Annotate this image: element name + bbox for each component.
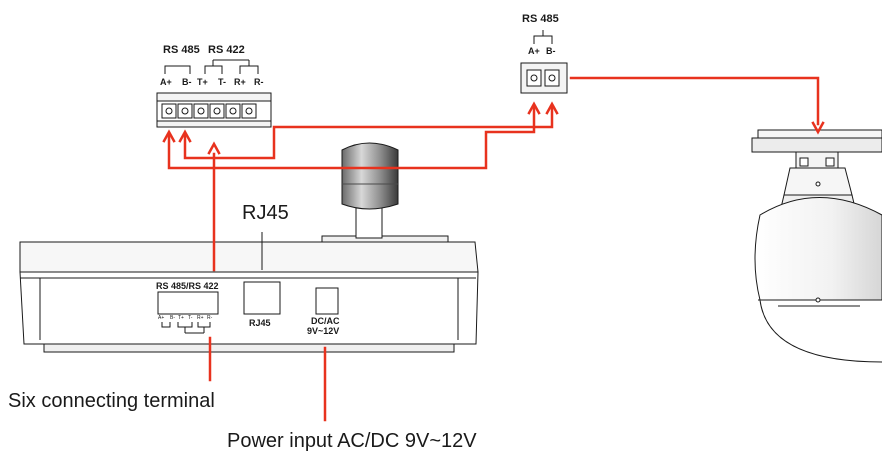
arrow-camera-input (811, 121, 825, 135)
terminal-pin-t-minus: T- (218, 77, 226, 87)
terminal-rs422-label: RS 422 (208, 44, 245, 56)
keyboard-pin-a-plus: A+ (158, 315, 165, 321)
six-terminal-callout: Six connecting terminal (8, 390, 215, 412)
camera-rs485-label: RS 485 (522, 13, 559, 25)
wire-b-minus (183, 104, 554, 160)
camera-terminal-block (520, 30, 568, 94)
terminal-pin-r-plus: R+ (234, 77, 246, 87)
wire-rs485-to-camera (569, 76, 820, 126)
keyboard-pin-t-plus: T+ (178, 315, 184, 321)
power-input-callout: Power input AC/DC 9V~12V (227, 430, 477, 452)
keyboard-pin-b-minus: B- (170, 315, 175, 321)
terminal-rs485-label: RS 485 (163, 44, 200, 56)
control-keyboard (19, 142, 479, 353)
arrow-b-minus (178, 129, 192, 143)
keyboard-power-port-label-line2: 9V~12V (307, 326, 340, 336)
terminal-pin-r-minus: R- (254, 77, 264, 87)
keyboard-rj45-port-label: RJ45 (249, 318, 271, 328)
keyboard-port-group-label: RS 485/RS 422 (156, 281, 219, 291)
camera-pin-a-plus: A+ (528, 46, 540, 56)
keyboard-pin-t-minus: T- (188, 315, 193, 321)
six-pin-terminal-block (156, 59, 272, 128)
terminal-pin-b-minus: B- (182, 77, 192, 87)
arrow-camera-a-plus (527, 101, 541, 115)
arrow-a-plus (162, 129, 176, 143)
arrow-six-terminal (207, 141, 221, 155)
terminal-pin-t-plus: T+ (197, 77, 208, 87)
keyboard-power-port-label-line1: DC/AC (311, 316, 340, 326)
keyboard-pin-r-minus: R- (207, 315, 213, 321)
arrow-camera-b-minus (545, 101, 559, 115)
keyboard-pin-r-plus: R+ (197, 315, 204, 321)
ptz-dome-camera (751, 129, 882, 363)
rj45-callout: RJ45 (242, 202, 289, 224)
rs485-wiring (162, 76, 825, 422)
camera-pin-b-minus: B- (546, 46, 556, 56)
terminal-pin-a-plus: A+ (160, 77, 172, 87)
